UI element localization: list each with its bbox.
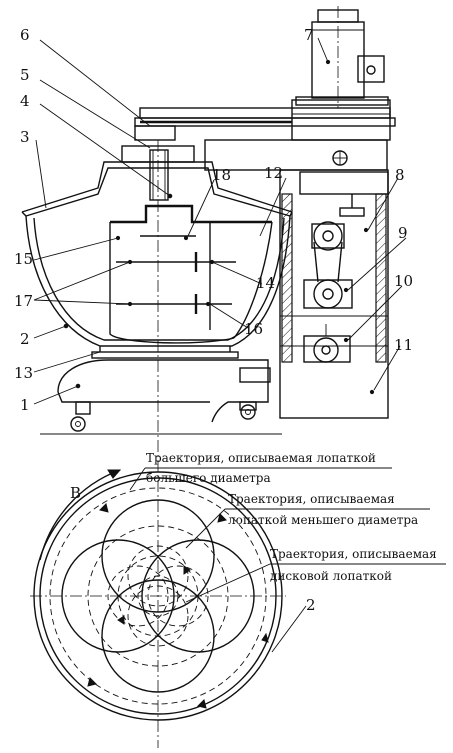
label-17: 17: [14, 292, 33, 310]
leader-disc: [185, 563, 271, 603]
label-15: 15: [14, 250, 33, 268]
bowl-inner-circle: [39, 477, 277, 715]
caption-small-line2: лопаткой меньшего диаметра: [228, 513, 418, 527]
label-7: 7: [304, 26, 314, 44]
belt-drive-6: [134, 99, 396, 141]
label-5: 5: [20, 66, 30, 84]
label-13: 13: [14, 364, 33, 382]
label-3: 3: [20, 128, 30, 146]
column-11: [279, 169, 389, 419]
caption-large-line2: большего диаметра: [146, 471, 271, 485]
rotation-arrowhead: [107, 469, 122, 479]
large-blade-trajectory: [49, 487, 267, 705]
label-12: 12: [264, 164, 283, 182]
caption-small-line1: Траектория, описываемая: [228, 492, 395, 506]
leader-2-plan: [271, 605, 307, 653]
label-6: 6: [20, 26, 30, 44]
label-8: 8: [395, 166, 405, 184]
label-2: 2: [20, 330, 30, 348]
upper-housing: [121, 139, 388, 171]
side-view: 6 5 4 3 7 8 9 10 11 12 18 15 17 14 16 2 …: [14, 6, 413, 440]
trajectory-arrows: [87, 503, 269, 709]
caption-large-line1: Траектория, описываемая лопаткой: [146, 451, 376, 465]
caption-disc-line1: Траектория, описываемая: [270, 547, 437, 561]
direction-label: B: [70, 484, 81, 502]
label-4: 4: [20, 92, 30, 110]
small-blade-trajectories: [61, 499, 255, 693]
leader-large: [129, 467, 146, 491]
trolley-1: [40, 359, 282, 435]
label-9: 9: [398, 224, 408, 242]
disc-blade-trajectories: [87, 525, 229, 667]
label-18: 18: [212, 166, 231, 184]
leader-lines: [33, 37, 407, 405]
label-1: 1: [20, 396, 30, 414]
motor-7: [295, 6, 389, 108]
plan-view: B: [30, 440, 446, 748]
base-plate-13: [91, 346, 239, 359]
mixing-tool-12: [109, 204, 273, 344]
label-14: 14: [256, 274, 275, 292]
label-11: 11: [394, 336, 413, 354]
rotation-arrow: [39, 469, 121, 561]
label-10: 10: [394, 272, 413, 290]
bowl-outer-circle: [33, 471, 283, 721]
lift-mechanism: [303, 194, 369, 363]
label-2-plan: 2: [306, 596, 316, 614]
label-16: 16: [244, 320, 263, 338]
leader-small: [185, 508, 226, 549]
caption-disc-line2: дисковой лопаткой: [270, 569, 392, 583]
